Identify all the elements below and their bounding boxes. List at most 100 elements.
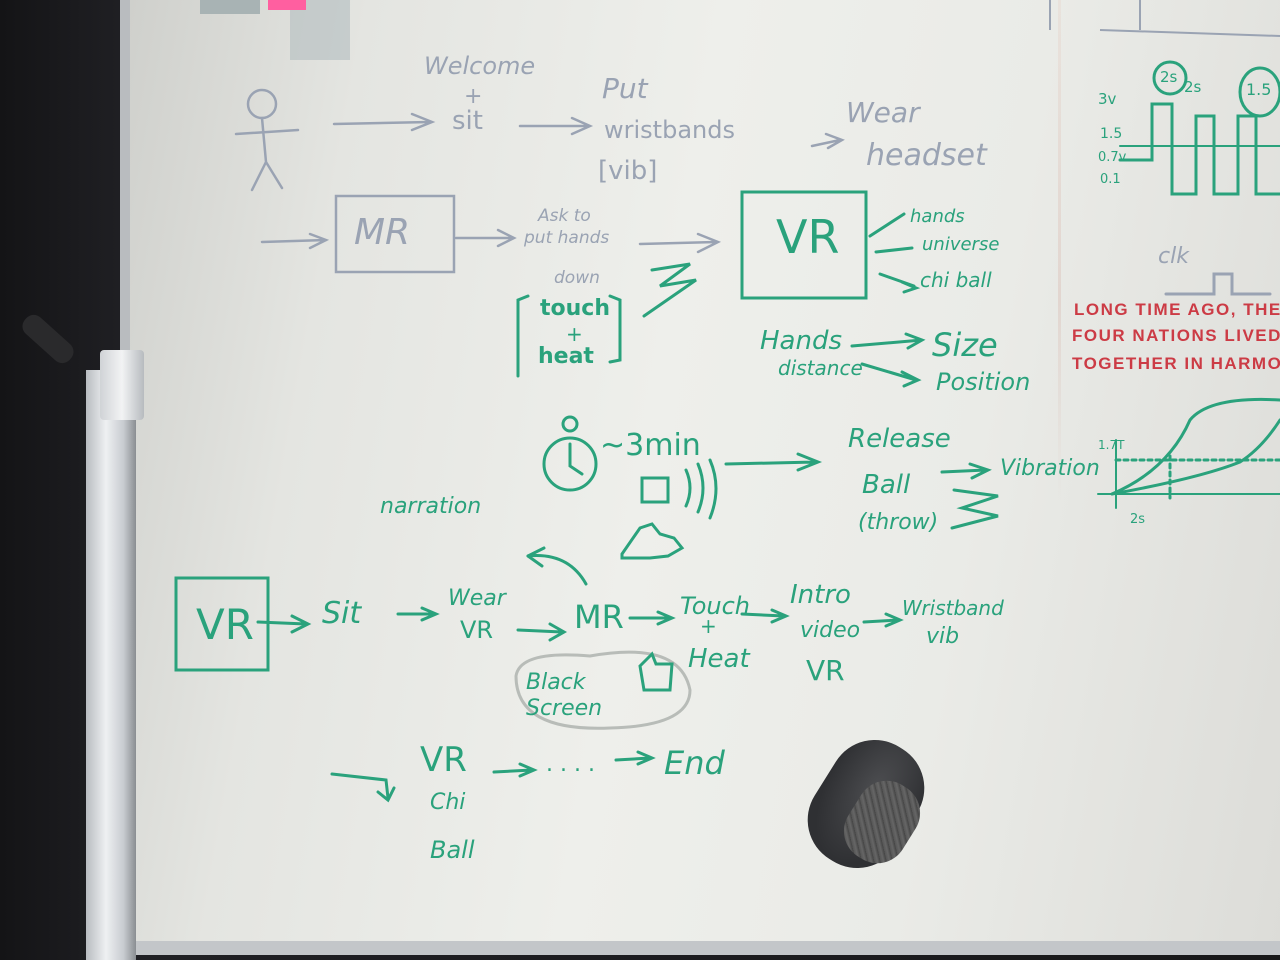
- sticky-note-grey: [290, 0, 350, 60]
- heat-text: heat: [538, 344, 594, 369]
- plus-text: +: [464, 84, 483, 109]
- circled-label-right: [1238, 66, 1280, 118]
- vr-branch-arrows: [868, 212, 921, 294]
- quote-line-1: LONG TIME AGO, THE: [1074, 300, 1280, 319]
- graph-curve-b: [1110, 418, 1280, 496]
- touch-text: touch: [540, 296, 610, 321]
- wear-text: Wear: [846, 96, 920, 129]
- hands-text: Hands: [760, 326, 843, 356]
- label-15: 1.5: [1246, 80, 1272, 99]
- ball-text: Ball: [862, 470, 911, 500]
- arrow-vibration: [940, 462, 992, 480]
- graph-y-label: 1.7T: [1098, 438, 1125, 452]
- quote-line-3: TOGETHER IN HARMON: [1072, 354, 1280, 373]
- touch-bottom-plus: +: [700, 614, 717, 638]
- speaker-icon: [640, 476, 670, 504]
- sticky-note-blue: [200, 0, 260, 14]
- arrow-intro-wristband: [862, 612, 904, 628]
- tick-07: 0.7v: [1098, 150, 1127, 165]
- circled-label: [1152, 60, 1188, 96]
- arrow-release: [724, 452, 823, 472]
- wristbands-text: wristbands: [604, 116, 735, 144]
- arrow-into-vr-chi: [330, 772, 396, 803]
- dots-text: . . . .: [546, 752, 595, 777]
- arrow-ask-vr: [638, 232, 722, 254]
- chi-ball-branch-text: chi ball: [920, 268, 992, 292]
- arrow-end: [614, 750, 656, 766]
- graph-axes: [1097, 439, 1280, 509]
- arrow-2: [518, 116, 594, 136]
- mr-label: MR: [354, 212, 411, 253]
- position-text: Position: [936, 368, 1031, 396]
- tick-15: 1.5: [1100, 126, 1123, 142]
- vr-label-bottom: VR: [196, 600, 254, 649]
- graph-x-label: 2s: [1130, 512, 1146, 527]
- arrow-position: [860, 362, 922, 388]
- wristband-vib-text: vib: [926, 624, 960, 649]
- quote-line-2: FOUR NATIONS LIVED: [1072, 326, 1280, 345]
- arrow-sit-wear: [396, 606, 440, 622]
- intro-text: Intro: [790, 580, 851, 610]
- arrow-1: [332, 112, 436, 132]
- distance-text: distance: [778, 356, 863, 380]
- universe-branch-text: universe: [922, 234, 1000, 255]
- stick-figure-head: [246, 88, 278, 120]
- stopwatch-icon: [542, 436, 598, 492]
- vr-label-top: VR: [776, 210, 840, 264]
- wear-vr-text: VR: [460, 616, 494, 644]
- stopwatch-knob: [561, 415, 579, 433]
- headset-text: headset: [866, 138, 987, 173]
- black-screen-bubble: [514, 650, 692, 730]
- arrow-vr-sit: [256, 614, 312, 634]
- arrow-dots: [492, 762, 538, 778]
- black-text: Black: [526, 670, 586, 695]
- vibration-text: Vibration: [1000, 456, 1100, 481]
- arrow-into-mr: [260, 232, 330, 250]
- circled-2s: 2s: [1160, 68, 1178, 86]
- stopwatch-hands: [568, 442, 584, 476]
- ball-end-text: Ball: [430, 836, 475, 864]
- intro-vr-text: VR: [806, 654, 845, 687]
- mr-bottom-text: MR: [574, 598, 624, 636]
- end-text: End: [664, 744, 725, 782]
- whiteboard: [120, 0, 1280, 955]
- clk-pulse: [1164, 272, 1272, 296]
- vr-box-bottom: [174, 576, 270, 672]
- top-right-axes: [1099, 0, 1280, 37]
- sit-bottom-text: Sit: [322, 596, 362, 631]
- stand-post: [86, 370, 136, 960]
- screen-text: Screen: [526, 696, 603, 721]
- tick-0: 0.1: [1100, 172, 1121, 187]
- touch-heat-bracket: [516, 294, 622, 378]
- chi-text: Chi: [430, 790, 466, 815]
- sit-text: sit: [452, 106, 483, 136]
- arrow-mr-touch: [628, 610, 676, 626]
- mr-box: [334, 194, 456, 274]
- arrow-size: [850, 332, 926, 350]
- clk-label: clk: [1158, 244, 1189, 269]
- stick-figure-body: [234, 116, 300, 192]
- stand-clamp: [100, 350, 144, 420]
- put-hands-text: put hands: [524, 228, 610, 248]
- arrow-mr-ask: [454, 228, 517, 248]
- release-text: Release: [848, 424, 951, 454]
- ask-to-text: Ask to: [538, 206, 591, 226]
- down-text: down: [554, 268, 600, 288]
- touch-plus-text: +: [566, 322, 583, 346]
- vr-end-text: VR: [420, 740, 467, 780]
- label-2s: 2s: [1184, 78, 1202, 96]
- put-text: Put: [602, 72, 648, 105]
- board-divider-line: [1058, 0, 1061, 500]
- welcome-text: Welcome: [424, 52, 536, 80]
- heat-bottom-text: Heat: [688, 644, 750, 674]
- arrow-wear-mr: [516, 622, 568, 642]
- size-text: Size: [932, 326, 998, 364]
- lightning-icon: [642, 262, 697, 318]
- video-text: video: [800, 618, 861, 643]
- wear-bottom-text: Wear: [448, 586, 506, 611]
- wristband-text: Wristband: [902, 596, 1004, 620]
- waveform-plot: [1118, 102, 1280, 196]
- throw-text: (throw): [858, 510, 939, 535]
- hand-icon: [620, 522, 685, 560]
- narration-text: narration: [380, 494, 482, 519]
